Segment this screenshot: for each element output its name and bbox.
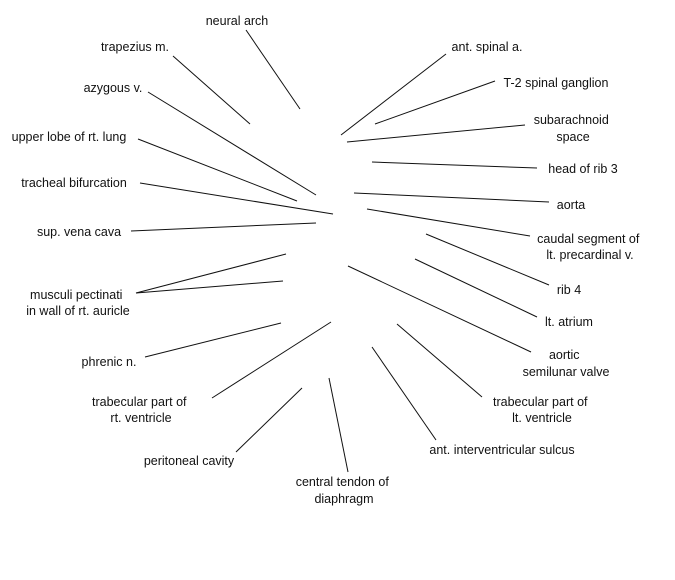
label-lt-atrium: lt. atrium (545, 315, 593, 329)
label-aortic-semilunar-valve: aortic semilunar valve (523, 348, 610, 379)
label-caudal-segment-of-lt-precardinal-v: caudal segment of lt. precardinal v. (537, 232, 643, 262)
label-rib-4: rib 4 (557, 283, 581, 297)
label-peritoneal-cavity: peritoneal cavity (144, 454, 235, 468)
leader-line-musculi-pectinati-upper (135, 253, 287, 294)
leader-line-t2-spinal-ganglion (374, 80, 496, 125)
label-trapezius-m: trapezius m. (101, 40, 169, 54)
leader-line-musculi-pectinati-lower (135, 280, 284, 294)
leader-line-azygous-v (147, 91, 317, 196)
label-trabecular-part-of-rt-ventricle: trabecular part of rt. ventricle (92, 395, 190, 425)
label-musculi-pectinati: musculi pectinati in wall of rt. auricle (26, 288, 130, 318)
leader-line-peritoneal-cavity (235, 387, 303, 453)
label-phrenic-n: phrenic n. (82, 355, 137, 369)
leader-line-upper-lobe-of-rt-lung (137, 138, 298, 202)
leader-line-subarachnoid-space (346, 124, 526, 143)
label-azygous-v: azygous v. (84, 81, 143, 95)
leader-line-head-of-rib-3 (371, 161, 538, 169)
leader-line-rib-4 (425, 233, 550, 286)
leader-line-trabecular-part-of-rt-ventricle (211, 321, 332, 399)
leader-line-ant-interventricular-sulcus (371, 346, 437, 441)
label-trabecular-part-of-lt-ventricle: trabecular part of lt. ventricle (493, 395, 591, 425)
leader-line-caudal-segment-of-lt-precardinal-v (366, 208, 531, 237)
leader-line-sup-vena-cava (130, 222, 317, 232)
leader-line-aortic-semilunar-valve (347, 265, 532, 353)
leader-line-tracheal-bifurcation (139, 182, 334, 215)
leader-line-neural-arch (245, 29, 301, 110)
label-neural-arch: neural arch (206, 14, 269, 28)
label-head-of-rib-3: head of rib 3 (548, 162, 618, 176)
leader-line-lt-atrium (414, 258, 538, 318)
leader-line-aorta (353, 192, 550, 203)
label-ant-interventricular-sulcus: ant. interventricular sulcus (429, 443, 574, 457)
leader-line-ant-spinal-a (340, 53, 447, 136)
leader-line-trabecular-part-of-lt-ventricle (396, 323, 483, 398)
leader-line-trapezius-m (172, 55, 251, 125)
label-ant-spinal-a: ant. spinal a. (452, 40, 523, 54)
label-central-tendon-of-diaphragm: central tendon of diaphragm (296, 475, 393, 506)
label-aorta: aorta (557, 198, 586, 212)
label-sup-vena-cava: sup. vena cava (37, 225, 121, 239)
label-subarachnoid-space: subarachnoid space (534, 113, 613, 144)
label-t2-spinal-ganglion: T-2 spinal ganglion (504, 76, 609, 90)
label-tracheal-bifurcation: tracheal bifurcation (21, 176, 127, 190)
label-upper-lobe-of-rt-lung: upper lobe of rt. lung (12, 130, 127, 144)
leader-line-phrenic-n (144, 322, 282, 358)
leader-line-central-tendon-of-diaphragm (328, 377, 349, 473)
